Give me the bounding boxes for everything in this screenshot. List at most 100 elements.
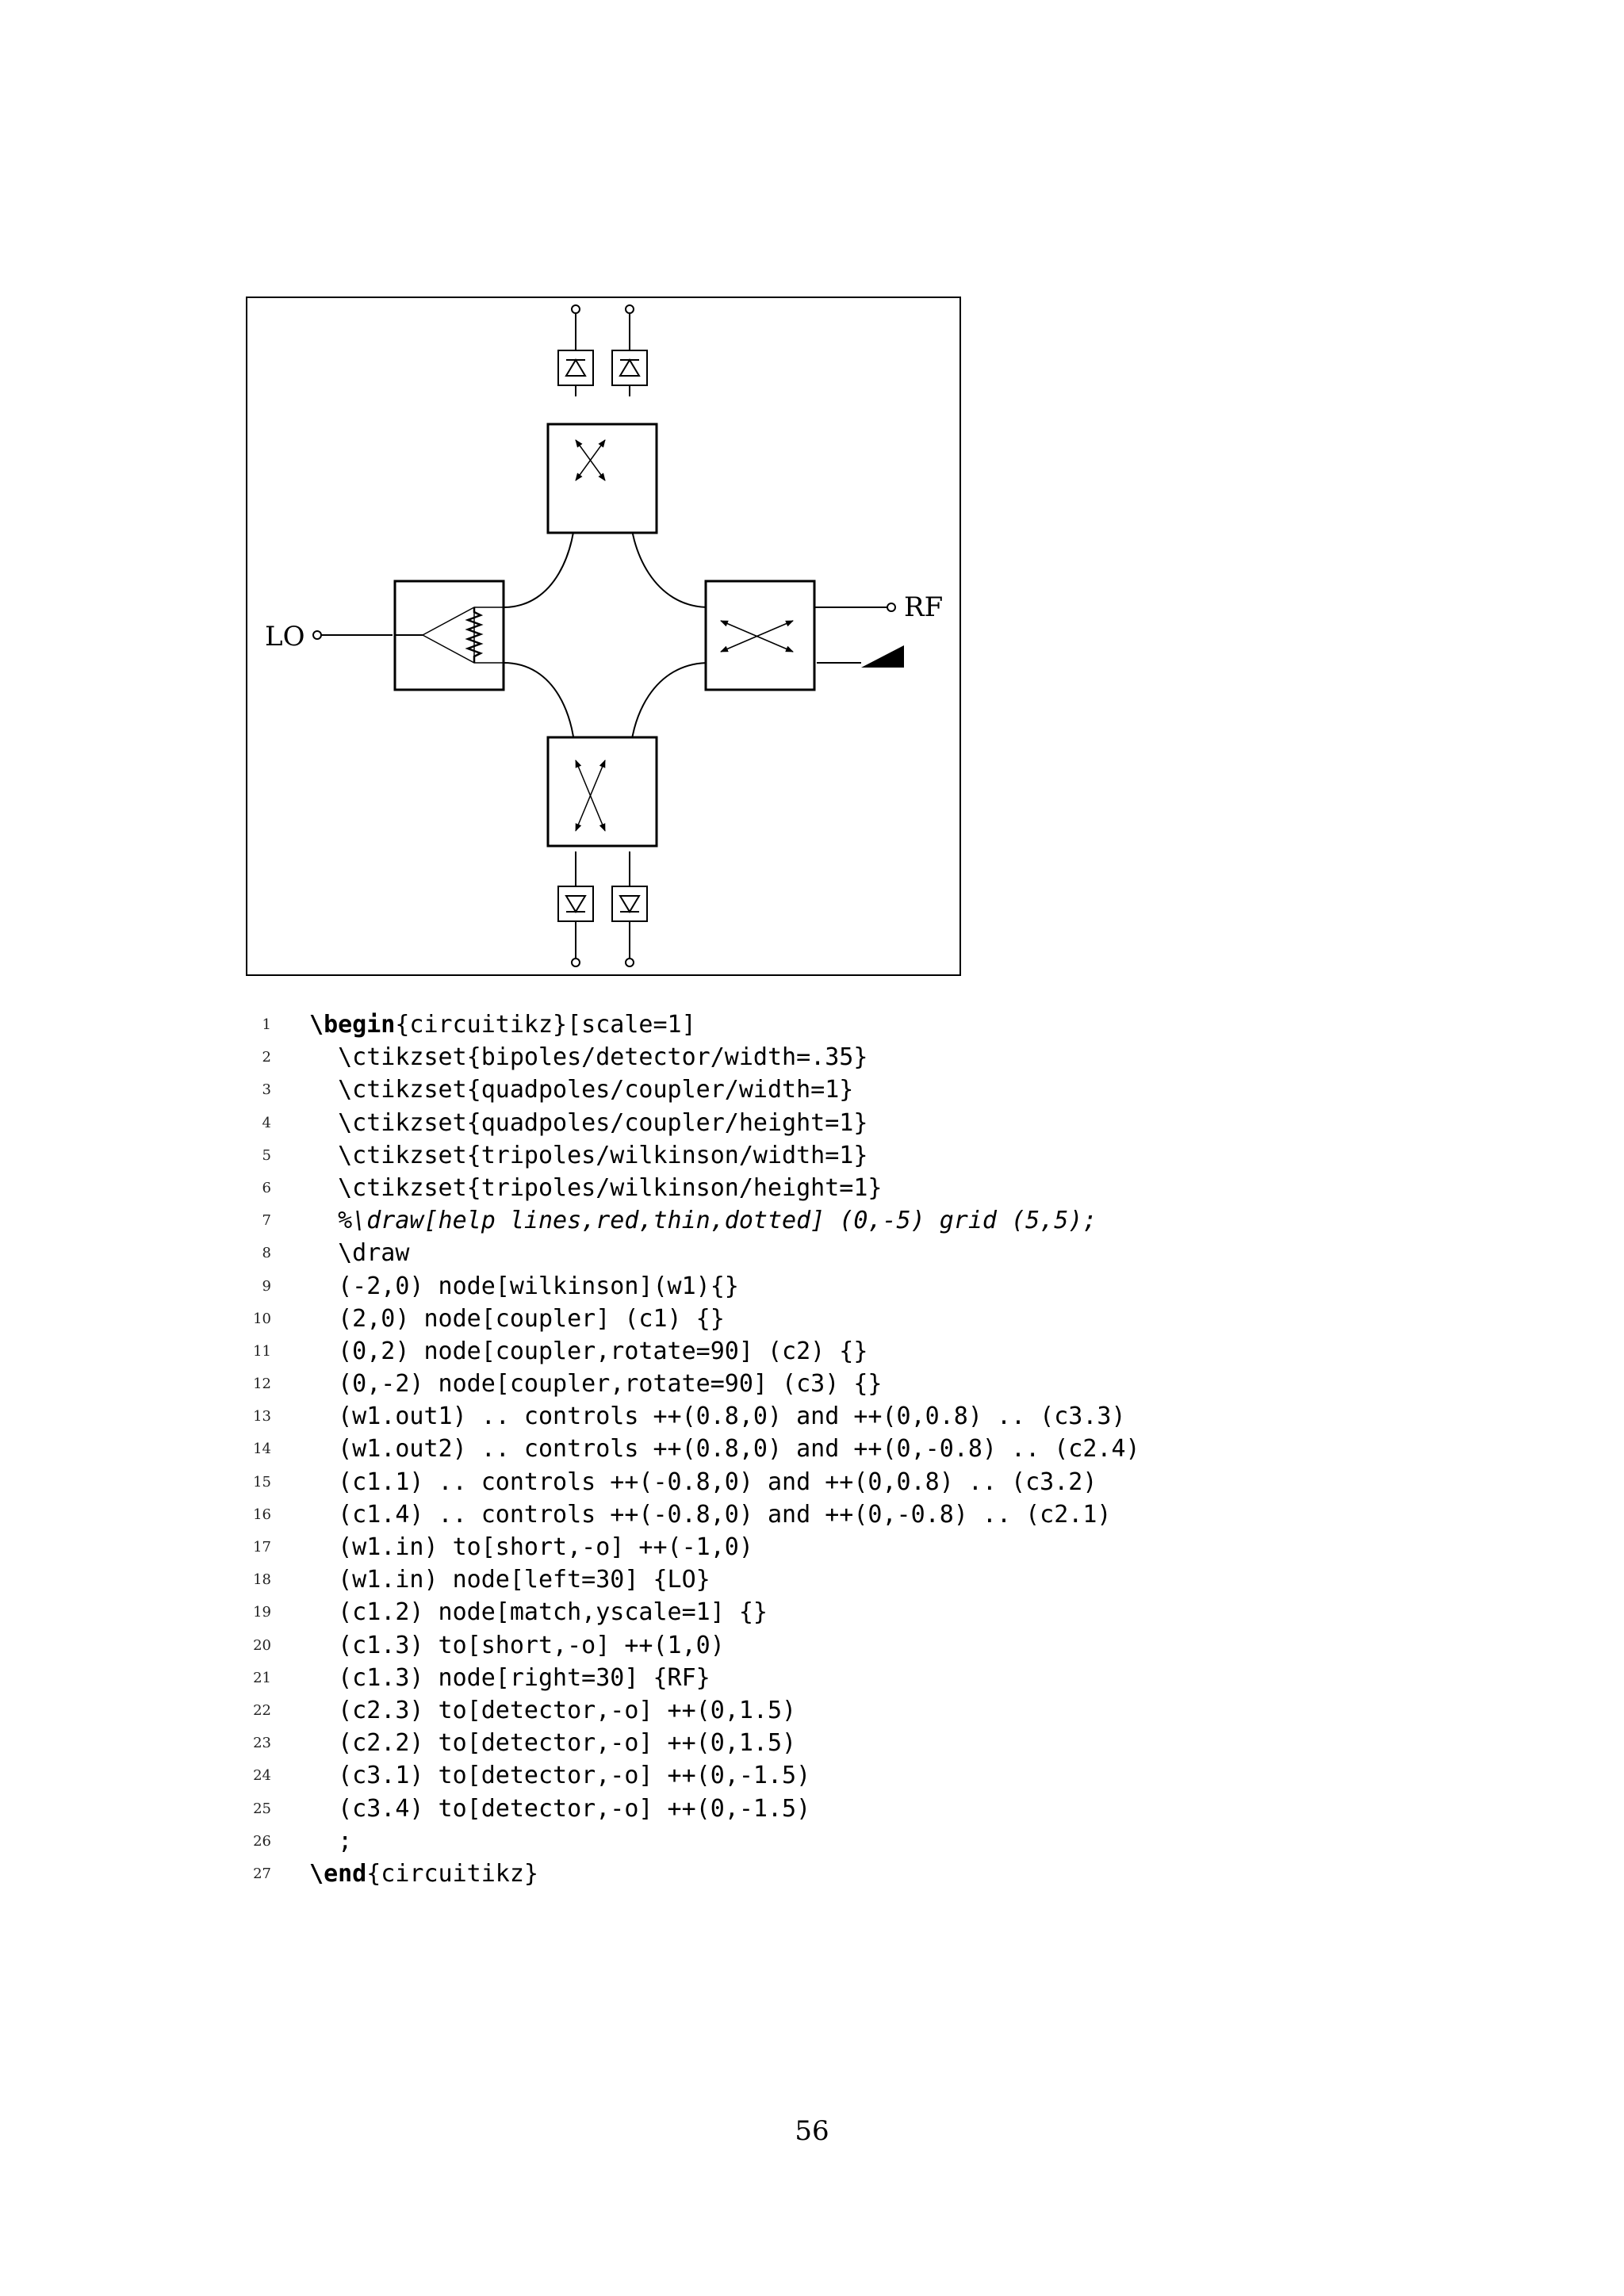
- line-number: 11: [253, 1342, 271, 1360]
- code-text: (c3.1) to[detector,-o] ++(0,-1.5): [309, 1759, 810, 1792]
- code-segment: (c1.3) to[short,-o] ++(1,0): [309, 1631, 725, 1659]
- code-segment: (w1.in) node[left=30] {LO}: [309, 1566, 710, 1594]
- code-text: (c1.2) node[match,yscale=1] {}: [309, 1596, 768, 1628]
- code-line: 15 (c1.1) .. controls ++(-0.8,0) and ++(…: [238, 1466, 1507, 1498]
- code-text: ;: [309, 1825, 352, 1858]
- diagram-frame: [246, 297, 961, 976]
- code-line: 17 (w1.in) to[short,-o] ++(-1,0): [238, 1531, 1507, 1563]
- code-segment: \ctikzset{bipoles/detector/width=.35}: [309, 1043, 868, 1072]
- code-line: 3 \ctikzset{quadpoles/coupler/width=1}: [238, 1073, 1507, 1106]
- code-line: 21 (c1.3) node[right=30] {RF}: [238, 1662, 1507, 1694]
- line-number: 17: [253, 1539, 271, 1556]
- terminal-lo: [312, 630, 322, 640]
- wilkinson-divider: [393, 580, 505, 691]
- code-text: (-2,0) node[wilkinson](w1){}: [309, 1270, 739, 1303]
- line-number: 9: [262, 1277, 271, 1295]
- line-number: 24: [253, 1767, 271, 1785]
- code-text: \draw: [309, 1237, 409, 1269]
- label-lo: LO: [265, 621, 304, 652]
- code-line: 19 (c1.2) node[match,yscale=1] {}: [238, 1596, 1507, 1628]
- code-segment: (2,0) node[coupler] (c1) {}: [309, 1304, 725, 1333]
- code-line: 13 (w1.out1) .. controls ++(0.8,0) and +…: [238, 1400, 1507, 1433]
- code-segment: (c3.4) to[detector,-o] ++(0,-1.5): [309, 1794, 811, 1823]
- label-rf: RF: [904, 591, 943, 623]
- detectors: [557, 350, 648, 922]
- coupler-c2-top: [546, 423, 658, 534]
- code-line: 26 ;: [238, 1825, 1507, 1858]
- code-segment: (c1.3) node[right=30] {RF}: [309, 1663, 710, 1692]
- code-segment: (0,-2) node[coupler,rotate=90] (c3) {}: [309, 1370, 883, 1399]
- code-segment: \draw: [309, 1239, 410, 1268]
- code-segment: (c3.1) to[detector,-o] ++(0,-1.5): [309, 1762, 811, 1790]
- code-text: (c2.2) to[detector,-o] ++(0,1.5): [309, 1727, 796, 1759]
- line-number: 10: [253, 1310, 271, 1327]
- detector-top-right: [611, 350, 648, 386]
- code-segment: \ctikzset{quadpoles/coupler/height=1}: [309, 1108, 868, 1137]
- detector-bottom-right: [611, 886, 648, 922]
- code-segment: (w1.in) to[short,-o] ++(-1,0): [309, 1533, 753, 1561]
- code-line: 25 (c3.4) to[detector,-o] ++(0,-1.5): [238, 1793, 1507, 1825]
- code-line: 22 (c2.3) to[detector,-o] ++(0,1.5): [238, 1694, 1507, 1727]
- matched-load-wedge-icon: [861, 645, 904, 668]
- code-line: 20 (c1.3) to[short,-o] ++(1,0): [238, 1629, 1507, 1662]
- code-segment: \ctikzset{tripoles/wilkinson/height=1}: [309, 1173, 883, 1202]
- line-number: 23: [253, 1735, 271, 1752]
- code-text: \begin{circuitikz}[scale=1]: [309, 1008, 696, 1041]
- code-text: \ctikzset{tripoles/wilkinson/height=1}: [309, 1172, 882, 1204]
- line-number: 20: [253, 1636, 271, 1654]
- code-text: \ctikzset{quadpoles/coupler/height=1}: [309, 1107, 868, 1139]
- line-number: 15: [253, 1473, 271, 1490]
- code-text: \ctikzset{quadpoles/coupler/width=1}: [309, 1073, 853, 1106]
- code-segment: (w1.out2) .. controls ++(0.8,0) and ++(0…: [309, 1435, 1140, 1464]
- code-segment: (c1.2) node[match,yscale=1] {}: [309, 1598, 768, 1627]
- code-line: 12 (0,-2) node[coupler,rotate=90] (c3) {…: [238, 1368, 1507, 1400]
- code-line: 1 \begin{circuitikz}[scale=1]: [238, 1008, 1507, 1041]
- code-text: (c1.1) .. controls ++(-0.8,0) and ++(0,0…: [309, 1466, 1097, 1498]
- line-number: 13: [253, 1408, 271, 1425]
- circuit-diagram: LO RF: [246, 297, 961, 976]
- line-number: 25: [253, 1800, 271, 1817]
- line-number: 12: [253, 1376, 271, 1393]
- terminals: [312, 304, 896, 967]
- line-number: 3: [262, 1081, 271, 1099]
- code-segment: {circuitikz}: [366, 1859, 538, 1888]
- code-keyword: \: [309, 1859, 324, 1888]
- line-number: 14: [253, 1441, 271, 1458]
- detector-top-left: [557, 350, 594, 386]
- code-line: 9 (-2,0) node[wilkinson](w1){}: [238, 1270, 1507, 1303]
- code-segment: \ctikzset{tripoles/wilkinson/width=1}: [309, 1141, 868, 1169]
- code-line: 6 \ctikzset{tripoles/wilkinson/height=1}: [238, 1172, 1507, 1204]
- terminal-top-left: [571, 304, 580, 314]
- line-number: 5: [262, 1146, 271, 1164]
- code-segment: {circuitikz}[scale=1]: [395, 1011, 696, 1039]
- code-text: (w1.in) node[left=30] {LO}: [309, 1563, 710, 1596]
- line-number: 1: [262, 1016, 271, 1033]
- code-text: (w1.in) to[short,-o] ++(-1,0): [309, 1531, 753, 1563]
- line-number: 21: [253, 1669, 271, 1686]
- code-line: 16 (c1.4) .. controls ++(-0.8,0) and ++(…: [238, 1498, 1507, 1531]
- code-line: 5 \ctikzset{tripoles/wilkinson/width=1}: [238, 1139, 1507, 1172]
- code-segment: (c1.1) .. controls ++(-0.8,0) and ++(0,0…: [309, 1468, 1097, 1496]
- code-segment: (w1.out1) .. controls ++(0.8,0) and ++(0…: [309, 1402, 1126, 1431]
- code-text: (c1.3) to[short,-o] ++(1,0): [309, 1629, 725, 1662]
- line-number: 18: [253, 1571, 271, 1589]
- code-segment: (0,2) node[coupler,rotate=90] (c2) {}: [309, 1337, 868, 1365]
- line-number: 6: [262, 1179, 271, 1196]
- code-text: (2,0) node[coupler] (c1) {}: [309, 1303, 725, 1335]
- code-text: (c1.4) .. controls ++(-0.8,0) and ++(0,-…: [309, 1498, 1111, 1531]
- code-listing: 1 \begin{circuitikz}[scale=1] 2 \ctikzset{…: [238, 1008, 1507, 1890]
- coupler-c1-right: [704, 580, 816, 691]
- line-number: 2: [262, 1049, 271, 1066]
- detector-bottom-left: [557, 886, 594, 922]
- code-segment: (c1.4) .. controls ++(-0.8,0) and ++(0,-…: [309, 1500, 1112, 1529]
- code-line: 7 %\draw[help lines,red,thin,dotted] (0,…: [238, 1204, 1507, 1237]
- code-text: (0,-2) node[coupler,rotate=90] (c3) {}: [309, 1368, 882, 1400]
- coupler-c3-bottom: [546, 736, 658, 848]
- line-number: 27: [253, 1865, 271, 1882]
- code-line: 4 \ctikzset{quadpoles/coupler/height=1}: [238, 1107, 1507, 1139]
- code-text: (c3.4) to[detector,-o] ++(0,-1.5): [309, 1793, 810, 1825]
- line-number: 4: [262, 1114, 271, 1131]
- line-number: 19: [253, 1604, 271, 1621]
- code-text: \ctikzset{tripoles/wilkinson/width=1}: [309, 1139, 868, 1172]
- code-segment: \ctikzset{quadpoles/coupler/width=1}: [309, 1076, 854, 1104]
